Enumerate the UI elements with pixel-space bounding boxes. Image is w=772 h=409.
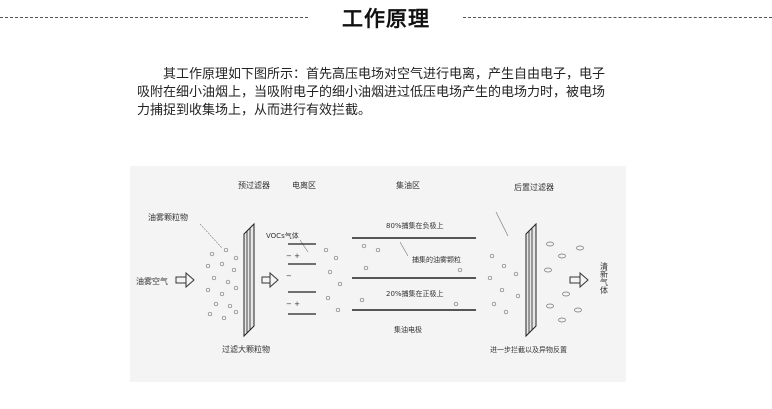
postfilter-element — [525, 222, 537, 338]
flow-arrow-icon-1 — [261, 271, 279, 289]
svg-text:清新气体: 清新气体 — [600, 261, 609, 295]
particle-cloud-left — [205, 247, 239, 321]
svg-text:− +: − + — [286, 252, 300, 260]
label-postfilter: 后置过滤器 — [514, 182, 554, 192]
section-header: 工作原理 — [0, 0, 772, 40]
outlet-arrow-icon — [569, 271, 589, 289]
principle-diagram: 预过滤器 电离区 集油区 后置过滤器 油雾颗粒物 VOCs气体 油雾空气 — [130, 166, 626, 382]
pointer-captured — [399, 241, 409, 257]
clean-air-bubbles — [544, 241, 584, 323]
label-captured-particles: 捕集的油雾颗粒 — [412, 255, 461, 264]
label-filter-large: 过滤大颗粒物 — [222, 344, 270, 354]
page-title: 工作原理 — [342, 7, 430, 31]
label-negative-capture: 80%捕集在负极上 — [386, 221, 444, 230]
label-vocs-gas: VOCs气体 — [266, 231, 299, 240]
principle-description: 其工作原理如下图所示：首先高压电场对空气进行电离，产生自由电子，电子吸附在细小油… — [137, 67, 606, 118]
svg-text:−: − — [286, 272, 292, 280]
header-divider-left — [0, 17, 308, 18]
label-collection-zone: 集油区 — [396, 180, 420, 190]
label-oil-mist-particles: 油雾颗粒物 — [148, 212, 188, 222]
label-collector-plate: 集油电极 — [394, 325, 422, 334]
label-oil-mist-air: 油雾空气 — [136, 276, 168, 286]
label-ionization-zone: 电离区 — [292, 180, 316, 190]
particle-cloud-right — [487, 253, 521, 315]
header-divider-right — [463, 17, 772, 18]
pointer-postfilter — [495, 211, 509, 237]
prefilter-element — [243, 222, 255, 338]
pointer-particles — [199, 223, 223, 249]
diagram-canvas: 预过滤器 电离区 集油区 后置过滤器 油雾颗粒物 VOCs气体 油雾空气 — [136, 180, 609, 354]
label-further-block: 进一步拦截以及异物反置 — [490, 345, 567, 354]
label-prefilter: 预过滤器 — [238, 180, 270, 190]
particle-cloud-ionization — [323, 247, 343, 313]
label-positive-capture: 20%捕集在正极上 — [386, 289, 444, 298]
inlet-arrow-icon — [175, 271, 195, 289]
ionization-electrodes: − + − − + — [286, 243, 316, 315]
label-clean-gas: 清新气体 — [600, 261, 609, 295]
pointer-vocs — [299, 239, 309, 253]
particle-cloud-collection — [359, 243, 463, 307]
svg-text:− +: − + — [286, 300, 300, 308]
